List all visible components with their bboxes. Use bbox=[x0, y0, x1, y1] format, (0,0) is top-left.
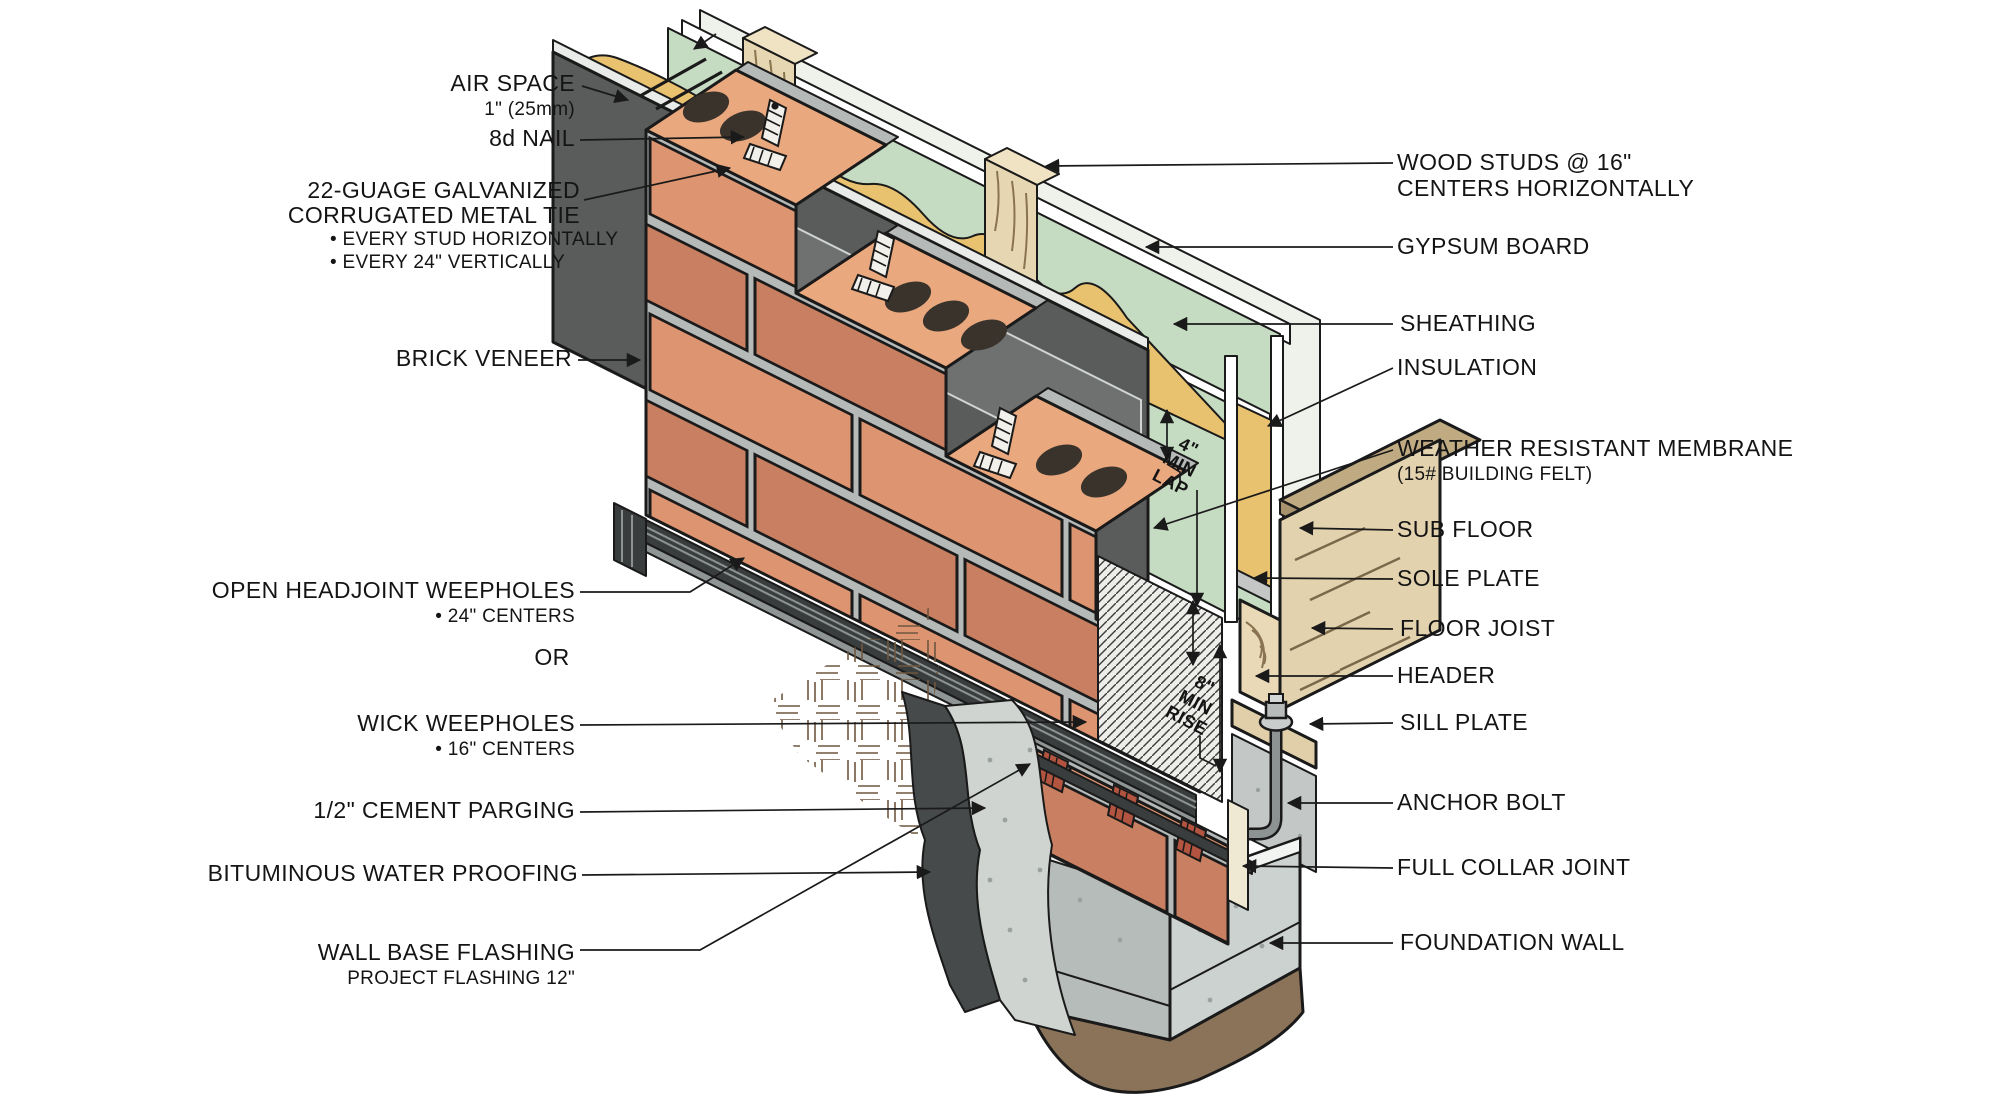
air-space-gap-marks bbox=[639, 57, 723, 111]
label-floor-joist: FLOOR JOIST bbox=[1400, 615, 1555, 641]
corrugated-metal-tie bbox=[742, 98, 788, 172]
label-bituminous: BITUMINOUS WATER PROOFING bbox=[208, 860, 578, 886]
footing-earth bbox=[1026, 966, 1305, 1094]
label-membrane: WEATHER RESISTANT MEMBRANE bbox=[1397, 435, 1793, 461]
label-metal-tie-2: CORRUGATED METAL TIE bbox=[288, 202, 580, 228]
floor-assembly bbox=[1230, 418, 1482, 873]
label-metal-tie-note-1: • EVERY STUD HORIZONTALLY bbox=[330, 229, 618, 250]
brick-course-top bbox=[794, 224, 1049, 370]
label-sill-plate: SILL PLATE bbox=[1400, 709, 1528, 735]
left-labels: AIR SPACE 1" (25mm) 8d NAIL 22-GUAGE GAL… bbox=[208, 70, 618, 989]
label-brick-veneer: BRICK VENEER bbox=[396, 345, 572, 371]
earth-hatch bbox=[772, 606, 940, 838]
label-project-flashing: PROJECT FLASHING 12" bbox=[347, 968, 575, 989]
label-gypsum-board: GYPSUM BOARD bbox=[1397, 233, 1590, 259]
full-collar-joint-strip bbox=[1227, 799, 1249, 911]
leader-lines bbox=[578, 33, 1394, 951]
right-labels: WOOD STUDS @ 16" CENTERS HORIZONTALLY GY… bbox=[1397, 149, 1793, 955]
brick-veneer-wall bbox=[644, 61, 1202, 794]
label-sole-plate: SOLE PLATE bbox=[1397, 565, 1540, 591]
cement-parging-layer bbox=[944, 699, 1076, 1036]
label-foundation-wall: FOUNDATION WALL bbox=[1400, 929, 1625, 955]
label-wood-studs-1: WOOD STUDS @ 16" bbox=[1397, 149, 1632, 175]
label-8d-nail: 8d NAIL bbox=[489, 125, 575, 151]
label-or: OR bbox=[534, 644, 569, 670]
corrugated-metal-tie bbox=[972, 406, 1018, 480]
label-metal-tie-1: 22-GUAGE GALVANIZED bbox=[307, 177, 580, 203]
label-wood-studs-2: CENTERS HORIZONTALLY bbox=[1397, 175, 1694, 201]
corrugated-metal-tie bbox=[850, 229, 896, 303]
label-membrane-felt: (15# BUILDING FELT) bbox=[1397, 464, 1592, 485]
label-air-space: AIR SPACE bbox=[450, 70, 575, 96]
label-wick-weepholes: WICK WEEPHOLES bbox=[357, 710, 575, 736]
label-header: HEADER bbox=[1397, 662, 1495, 688]
label-full-collar-joint: FULL COLLAR JOINT bbox=[1397, 854, 1630, 880]
label-sheathing: SHEATHING bbox=[1400, 310, 1536, 336]
label-wall-base-flashing: WALL BASE FLASHING bbox=[318, 939, 575, 965]
label-insulation: INSULATION bbox=[1397, 354, 1537, 380]
sheathing-cut-edge bbox=[1224, 355, 1238, 623]
label-anchor-bolt: ANCHOR BOLT bbox=[1397, 789, 1566, 815]
label-sub-floor: SUB FLOOR bbox=[1397, 516, 1534, 542]
label-open-weepholes-centers: • 24" CENTERS bbox=[435, 606, 575, 627]
label-air-space-size: 1" (25mm) bbox=[484, 99, 575, 120]
label-cement-parging: 1/2" CEMENT PARGING bbox=[313, 797, 575, 823]
label-wick-weepholes-centers: • 16" CENTERS bbox=[435, 739, 575, 760]
anchor-bolt bbox=[1239, 693, 1294, 841]
label-metal-tie-note-2: • EVERY 24" VERTICALLY bbox=[330, 252, 565, 273]
label-open-weepholes: OPEN HEADJOINT WEEPHOLES bbox=[212, 577, 575, 603]
